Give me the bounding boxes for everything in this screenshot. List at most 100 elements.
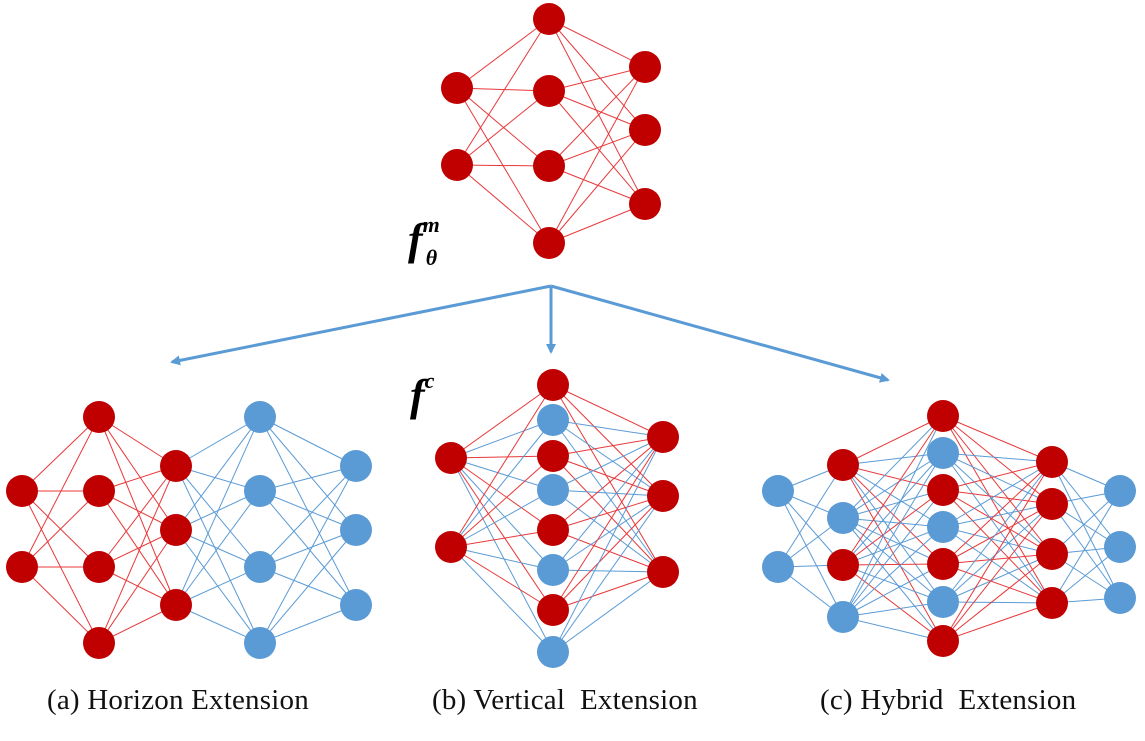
hybrid-node-extended xyxy=(1104,475,1136,507)
hybrid-edge xyxy=(842,526,944,618)
horizon-edge xyxy=(21,416,100,492)
hybrid-node-original xyxy=(927,474,959,506)
vertical-edge xyxy=(450,457,554,611)
vertical-node-extended xyxy=(537,554,569,586)
hybrid-edge xyxy=(842,452,944,618)
vertical-edge xyxy=(552,384,664,438)
hybrid-edge xyxy=(942,489,1053,604)
hybrid-node-original xyxy=(1036,446,1068,478)
original-node-original xyxy=(629,114,661,146)
original-edge xyxy=(548,66,646,244)
hybrid-node-original xyxy=(927,400,959,432)
horizon-edge xyxy=(259,416,357,467)
hybrid-edge xyxy=(842,517,944,642)
hybrid-edge xyxy=(942,553,1053,603)
vertical-node-extended xyxy=(537,404,569,436)
horizon-edge xyxy=(259,604,357,644)
hybrid-edge xyxy=(942,415,1053,505)
hybrid-edge xyxy=(942,489,1053,555)
hybrid-node-extended xyxy=(927,511,959,543)
vertical-edge xyxy=(552,489,664,573)
horizon-node-original xyxy=(160,450,192,482)
hybrid-edge xyxy=(842,489,944,618)
hybrid-edge xyxy=(842,489,944,566)
hybrid-edge xyxy=(842,452,944,466)
hybrid-edge xyxy=(777,490,844,566)
original-node-original xyxy=(441,149,473,181)
hybrid-node-extended xyxy=(827,601,859,633)
horizon-edge xyxy=(98,465,177,644)
vertical-node-original xyxy=(537,369,569,401)
horizon-edge xyxy=(259,529,357,644)
hybrid-edge xyxy=(842,563,944,618)
vertical-node-original xyxy=(537,514,569,546)
hybrid-node-original xyxy=(1036,587,1068,619)
vertical-edge xyxy=(450,419,554,459)
vertical-edge xyxy=(552,495,664,571)
hybrid-edge xyxy=(942,503,1053,642)
vertical-edge xyxy=(552,419,664,573)
hybrid-edge xyxy=(942,461,1053,491)
original-edge xyxy=(548,18,646,68)
hybrid-edge xyxy=(842,464,944,565)
hybrid-node-extended xyxy=(927,586,959,618)
vertical-edge xyxy=(450,546,554,571)
hybrid-edge xyxy=(942,489,1053,505)
hybrid-edge xyxy=(842,517,944,528)
caption-horizon-extension: (a) Horizon Extension xyxy=(47,684,309,716)
horizon-edge xyxy=(259,490,357,531)
horizon-edge xyxy=(259,465,357,644)
horizon-node-extended xyxy=(244,475,276,507)
original-edge xyxy=(548,18,646,131)
hybrid-edge xyxy=(1051,461,1121,548)
horizon-edge xyxy=(98,465,177,568)
hybrid-node-original xyxy=(927,625,959,657)
original-model-sub: θ xyxy=(425,245,438,270)
edges-layer xyxy=(21,18,1121,653)
vertical-node-original xyxy=(537,594,569,626)
hybrid-edge xyxy=(842,526,944,566)
hybrid-edge xyxy=(777,490,844,618)
vertical-node-original xyxy=(647,556,679,588)
hybrid-edge xyxy=(942,452,1053,604)
horizon-edge xyxy=(175,490,261,606)
original-model-sup: m xyxy=(422,212,440,237)
hybrid-edge xyxy=(842,464,944,528)
vertical-edge xyxy=(552,436,664,491)
vertical-edge xyxy=(552,495,664,653)
vertical-edge xyxy=(552,436,664,571)
hybrid-node-extended xyxy=(1104,582,1136,614)
vertical-edge xyxy=(450,419,554,548)
horizon-edge xyxy=(21,566,100,644)
hybrid-edge xyxy=(942,553,1053,565)
vertical-edge xyxy=(450,529,554,548)
vertical-edge xyxy=(450,384,554,548)
horizon-node-extended xyxy=(340,589,372,621)
hybrid-edge xyxy=(942,461,1053,565)
hybrid-edge xyxy=(942,415,1053,604)
hybrid-edge xyxy=(942,461,1053,528)
original-edge xyxy=(548,129,646,244)
original-edge xyxy=(456,90,550,166)
hybrid-node-extended xyxy=(762,475,794,507)
original-node-original xyxy=(629,188,661,220)
hybrid-edge xyxy=(842,452,944,566)
original-edge xyxy=(548,18,646,205)
hybrid-edge xyxy=(942,526,1053,604)
horizon-node-original xyxy=(83,551,115,583)
original-node-original xyxy=(533,3,565,35)
horizon-edge xyxy=(21,416,100,568)
horizon-node-original xyxy=(160,514,192,546)
original-node-original xyxy=(441,72,473,104)
original-edge xyxy=(456,18,550,166)
original-node-original xyxy=(533,75,565,107)
original-node-original xyxy=(533,227,565,259)
hybrid-edge xyxy=(1051,461,1121,599)
vertical-node-extended xyxy=(537,636,569,668)
vertical-edge xyxy=(552,455,664,497)
horizon-edge xyxy=(175,416,261,606)
vertical-edge xyxy=(450,546,554,611)
vertical-edge xyxy=(552,419,664,438)
hybrid-edge xyxy=(842,563,944,566)
